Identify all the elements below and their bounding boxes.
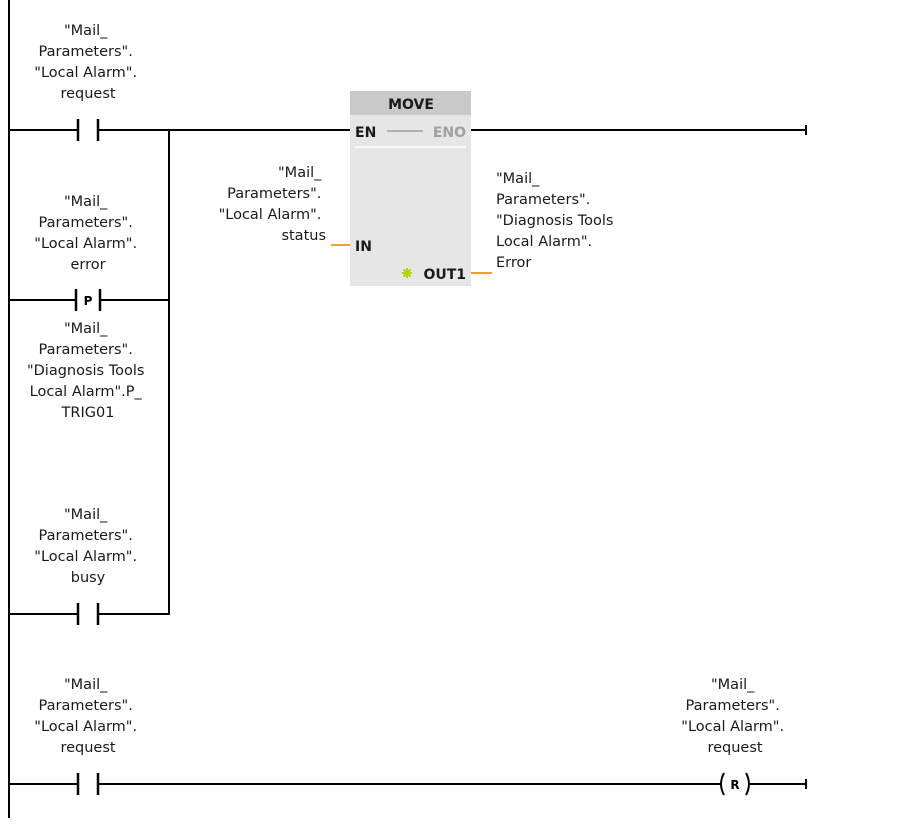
contact-3-label: "Mail_ Parameters". "Local Alarm". busy: [34, 507, 141, 586]
move-eno-pin: ENO: [433, 125, 466, 141]
contact-4-normally-open[interactable]: [76, 773, 100, 795]
reset-coil[interactable]: R: [720, 772, 750, 796]
move-out1-pin: OUT1: [423, 267, 466, 283]
sparkle-icon: [402, 268, 412, 278]
move-in-operand-label: "Mail_ Parameters". "Local Alarm". statu…: [219, 165, 326, 244]
contact-2-letter: P: [84, 294, 93, 308]
contact-3-normally-open[interactable]: [76, 603, 100, 625]
move-in-pin: IN: [355, 239, 372, 255]
move-instruction-box[interactable]: MOVE EN ENO IN OUT1: [350, 91, 471, 286]
move-box-title: MOVE: [388, 97, 434, 113]
contact-2-label: "Mail_ Parameters". "Local Alarm". error: [34, 194, 141, 273]
move-en-pin: EN: [355, 125, 376, 141]
contact-2-positive-edge[interactable]: P: [74, 289, 102, 311]
move-out1-operand-label: "Mail_ Parameters". "Diagnosis Tools Loc…: [496, 171, 618, 271]
contact-2-edge-memory-label: "Mail_ Parameters". "Diagnosis Tools Loc…: [27, 321, 149, 421]
contact-4-label: "Mail_ Parameters". "Local Alarm". reque…: [34, 677, 141, 756]
coil-label: "Mail_ Parameters". "Local Alarm". reque…: [681, 677, 788, 756]
contact-1-normally-open[interactable]: [76, 119, 100, 141]
contact-1-label: "Mail_ Parameters". "Local Alarm". reque…: [34, 23, 141, 102]
reset-coil-letter: R: [730, 778, 739, 792]
